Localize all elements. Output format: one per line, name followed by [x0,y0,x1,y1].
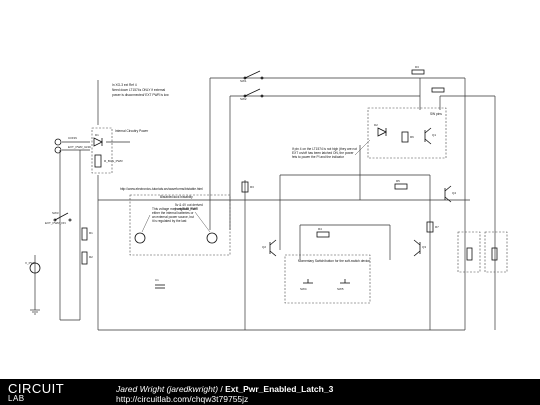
resistor-r3-symbol [241,181,249,193]
label-d2: D2 [374,123,378,127]
connector-pin-2 [54,146,62,154]
voltage-note-line-1: This voltage may originate from [152,207,197,211]
label-r6: R6 [410,135,414,139]
label-r-bus: R_BUS_PWR [104,159,124,163]
label-c1: C1 [155,278,159,282]
circuitlab-logo-top: CIRCUIT [8,381,65,396]
label-r1: R1 [89,231,93,235]
label-r4: R4 [318,227,322,231]
current-source-symbol [134,232,146,244]
label-r2: R2 [89,255,93,259]
bistable-label: Bistable/clock bistabilty [160,195,193,199]
label-r5: R5 [396,179,400,183]
resistor-r-bus-symbol [94,154,102,168]
switch-box-label: Momentary Switch/button for the soft-swi… [298,259,370,263]
right-note-line-2: EXT on/off has been latched ON, the powe… [292,151,354,155]
label-sw5: SW5 [337,287,344,291]
circuitlab-logo-bottom: LAB [8,394,25,403]
diode-d2-symbol [377,127,387,137]
bypass-label: SW pins [430,112,442,116]
resistor-r5-symbol [394,183,408,190]
batt-note-line-2: from BUS_PWR [175,207,199,211]
resistor-r1-symbol [81,227,88,241]
fuse-2-symbol [431,87,445,93]
top-note-line-3: power is disconnected/ EXT PWR is low [112,93,169,97]
label-sw1: SW1 [240,79,247,83]
label-ext-pwr-gnd: EXT_PWR_GND [68,145,92,149]
right-note-line-1: If pin 4 on the LT1574 is not high (they… [292,147,357,151]
resistor-r8-symbol [466,247,473,261]
circuit-url[interactable]: http://circuitlab.com/chqw3t79755jz [116,394,249,404]
label-sw4: SW4 [300,287,307,291]
label-conn: CONN [68,136,77,140]
label-v-pwr: V_PWR [25,261,37,265]
switch-sw1-symbol [243,70,264,80]
pushbutton-1-symbol [303,279,313,284]
voltage-source-symbol [29,262,41,274]
components [29,69,498,289]
annotation-boxes [91,107,508,304]
resistor-r6-symbol [401,131,409,143]
resistor-r9-symbol [491,247,498,261]
fuse-symbol [411,69,425,75]
pushbutton-2-symbol [340,279,350,284]
label-q1: Q1 [432,133,436,137]
circuit-title[interactable]: Ext_Pwr_Enabled_Latch_3 [225,384,334,394]
voltage-note-line-3: an external power source, but [152,215,194,219]
power-box-label: Internal Circuitry Power [115,129,149,133]
diode-d1-symbol [93,137,103,147]
separator: / [218,384,226,394]
connector-pin-1 [54,138,62,146]
voltage-source-2-symbol [206,232,218,244]
transistor-q3-symbol [413,239,421,257]
batt-note-line-1: 5v & 4V out derived [175,203,203,207]
label-q3: Q3 [422,245,426,249]
voltage-note-line-2: either the internal batteries or [152,211,194,215]
capacitor-c1-symbol [155,284,165,289]
right-note-line-3: fets to power the PI and the indicator [292,155,345,159]
resistor-r2-symbol [81,251,88,265]
circuit-schematic: CONN EXT_PWR_GND D1 R_BUS_PWR SW1 SW2 EX… [25,65,508,331]
author-title-line: Jared Wright (jaredkwright) / Ext_Pwr_En… [116,384,333,394]
voltage-note-line-4: it is regulated by the last [152,219,186,223]
annotation-lines [141,139,371,233]
top-note-line-2: Need down LT1574s ONLY if external [112,88,165,92]
label-r7: R7 [435,225,439,229]
labels: CONN EXT_PWR_GND D1 R_BUS_PWR SW1 SW2 EX… [25,65,456,291]
label-d1: D1 [95,133,99,137]
resistor-r7-symbol [426,221,434,233]
label-sw3: SW3 [52,211,59,215]
label-sw2: SW2 [240,97,247,101]
transistor-q2-symbol [269,239,277,257]
label-ext-pwr-on: EXT_PWR_ON [45,221,66,225]
resistor-r4-symbol [316,231,330,238]
label-r3: R3 [250,185,254,189]
top-note-line-1: In XG-3 ext Ref 4 [112,83,137,87]
transistor-q5-symbol [424,127,432,145]
switch-sw3-symbol [53,212,72,222]
switch-sw2-symbol [243,88,264,98]
label-q2: Q2 [262,245,266,249]
transistor-q4-symbol [444,185,452,203]
wires [30,77,496,331]
label-q4: Q4 [452,191,456,195]
author-name[interactable]: Jared Wright (jaredkwright) [116,384,219,394]
label-d3: D3 [415,65,419,69]
footer-bar: CIRCUIT LAB Jared Wright (jaredkwright) … [0,379,540,405]
web-link: http://www.electronics-tutorials.ws/wave… [120,187,203,191]
